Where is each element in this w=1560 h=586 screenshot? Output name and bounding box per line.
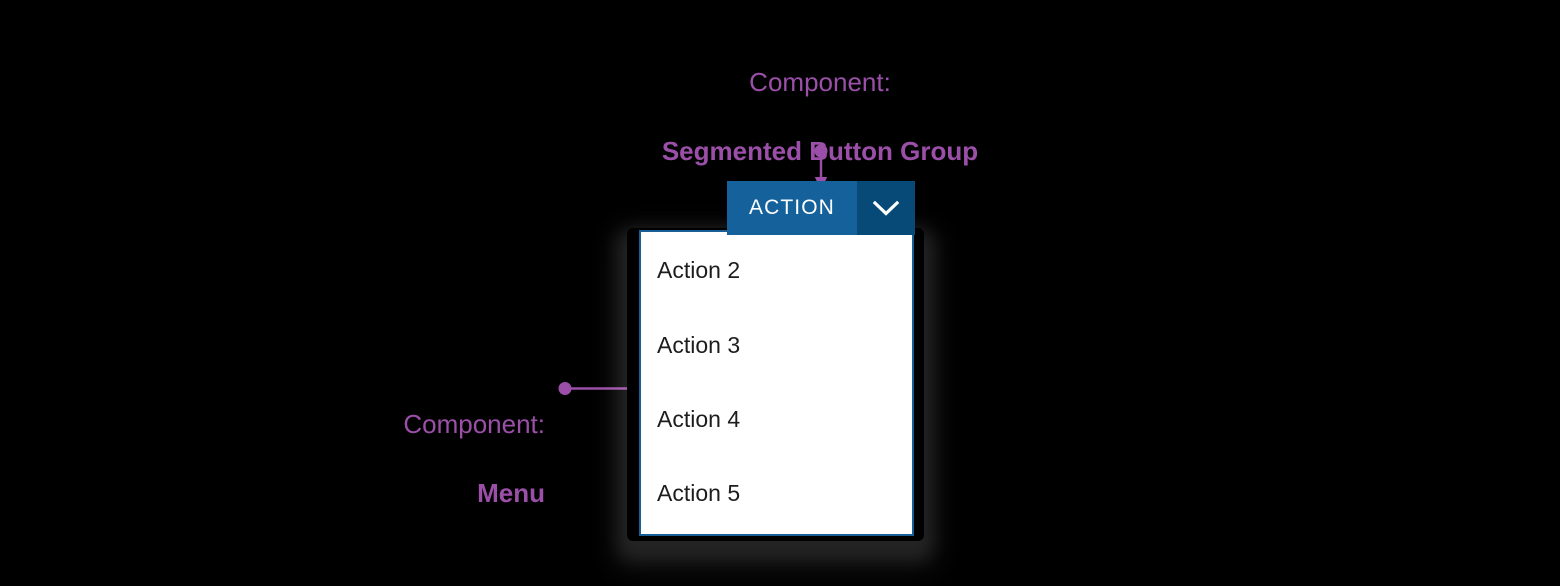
- menu-popover[interactable]: Action 2 Action 3 Action 4 Action 5: [639, 230, 914, 536]
- segmented-button-group[interactable]: ACTION: [727, 181, 915, 235]
- action-button[interactable]: ACTION: [727, 181, 857, 235]
- annotation-name-segmented: Segmented Button Group: [661, 135, 979, 166]
- annotation-lead-menu: Component:: [403, 408, 545, 439]
- annotation-segmented-button-group: Component: Segmented Button Group: [600, 30, 1040, 168]
- menu-item[interactable]: Action 5: [657, 479, 741, 506]
- annotation-lead-segmented: Component:: [749, 66, 891, 97]
- chevron-down-icon: [872, 199, 900, 217]
- action-dropdown-toggle[interactable]: [856, 181, 915, 235]
- annotation-name-menu: Menu: [477, 477, 545, 508]
- annotation-menu: Component: Menu: [240, 372, 545, 510]
- menu-item[interactable]: Action 2: [657, 256, 741, 283]
- menu-list: Action 2 Action 3 Action 4 Action 5: [641, 232, 912, 530]
- menu-item[interactable]: Action 4: [657, 405, 741, 432]
- menu-item[interactable]: Action 3: [657, 331, 741, 358]
